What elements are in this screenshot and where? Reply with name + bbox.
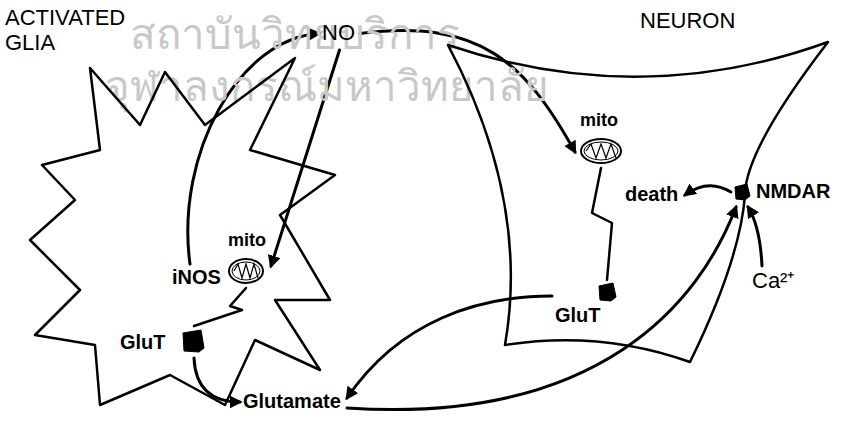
watermark-row: สถาบันวิทยบริการ (130, 10, 460, 60)
enzyme-label: iNOS (172, 266, 221, 289)
receptor: NMDAR (734, 180, 833, 204)
transporter: GluT (555, 282, 617, 328)
protein-shape (599, 283, 616, 301)
watermark-text: จุฬาลงกรณ์มหาวิทยาลัย (105, 62, 549, 112)
transporter: GluT (120, 328, 206, 356)
watermark-text: สถาบันวิทยบริการ (130, 10, 460, 60)
mitochondrion-inner (584, 142, 618, 160)
cell-heading: ACTIVATED GLIA (5, 5, 140, 56)
organelle-label: mito (228, 230, 266, 251)
ion-label: Ca²⁺ (752, 268, 794, 293)
mitochondrion-symbol (580, 138, 624, 166)
mitochondrion-inner (232, 262, 260, 280)
molecule-node: NO (322, 20, 357, 47)
mitochondrion-membrane (581, 139, 621, 163)
outcome-node: death (625, 183, 681, 207)
pathway-arrow (347, 296, 552, 398)
transporter-label: GluT (555, 304, 601, 327)
pathway-arrow (748, 207, 762, 266)
glia-cell: ACTIVATED GLIA mito iNOS GluT (5, 5, 350, 410)
mitochondrion: mito (226, 230, 268, 286)
enzyme-node: iNOS (172, 266, 223, 290)
signal-line (194, 288, 246, 326)
receptor-label: NMDAR (756, 180, 830, 203)
watermark-row: จุฬาลงกรณ์มหาวิทยาลัย (105, 62, 549, 112)
glia-outline (5, 5, 350, 410)
pathway-arrow (194, 358, 240, 402)
neuron-cell: NEURON mito death NMDAR GluT (440, 5, 835, 370)
membrane-protein (598, 283, 616, 301)
mitochondrion-cristae (586, 144, 616, 158)
molecule-label: Glutamate (243, 390, 341, 413)
mitochondrion-symbol (228, 258, 266, 286)
mitochondrion: mito (578, 110, 624, 166)
outcome-label: death (625, 183, 678, 206)
molecule-node: Glutamate (243, 390, 343, 414)
membrane-protein (182, 330, 204, 352)
membrane-protein (734, 184, 750, 200)
signal-line (592, 168, 612, 280)
protein-shape (183, 330, 204, 352)
pathway-arrow (685, 186, 731, 195)
cell-heading: NEURON (640, 8, 735, 33)
mitochondrion-cristae (234, 264, 258, 278)
transporter-label: GluT (120, 331, 166, 354)
pathway-arrow (347, 207, 736, 410)
mitochondrion-membrane (229, 259, 263, 283)
glia-membrane (30, 58, 335, 405)
molecule-label: NO (322, 20, 355, 45)
organelle-label: mito (580, 110, 618, 131)
protein-shape (735, 184, 750, 200)
ion-node: Ca²⁺ (752, 268, 797, 295)
